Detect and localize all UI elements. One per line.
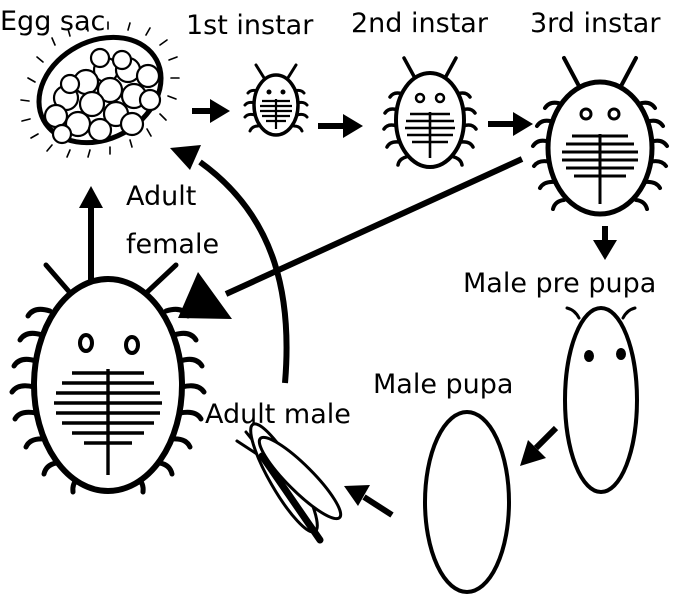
egg-sac-label: Egg sac	[0, 8, 105, 35]
third-instar-icon	[533, 58, 667, 214]
adult-female-label-line2: female	[126, 231, 219, 258]
arrowhead	[593, 240, 617, 260]
adult-female-label-line1: Adult	[126, 183, 196, 210]
arrowhead	[513, 112, 533, 136]
arrowhead	[210, 99, 230, 123]
male-pre-pupa-label: Male pre pupa	[463, 270, 656, 297]
adult-male-label: Adult male	[205, 401, 351, 428]
adult-male-icon	[237, 417, 349, 540]
second-instar-label: 2nd instar	[351, 10, 488, 37]
third-instar-label: 3rd instar	[530, 10, 660, 37]
male-pre-pupa-icon	[565, 308, 637, 492]
egg-sac-icon	[20, 17, 179, 164]
second-instar-icon	[384, 58, 476, 167]
arrowhead	[343, 114, 363, 138]
arrowhead	[79, 186, 103, 208]
male-pupa-label: Male pupa	[373, 371, 513, 398]
arrowhead	[178, 272, 232, 319]
first-instar-icon	[245, 65, 307, 135]
first-instar-label: 1st instar	[186, 12, 313, 39]
adult-female-icon	[12, 265, 204, 492]
arrowhead	[170, 145, 201, 170]
male-pupa-icon	[425, 412, 509, 592]
